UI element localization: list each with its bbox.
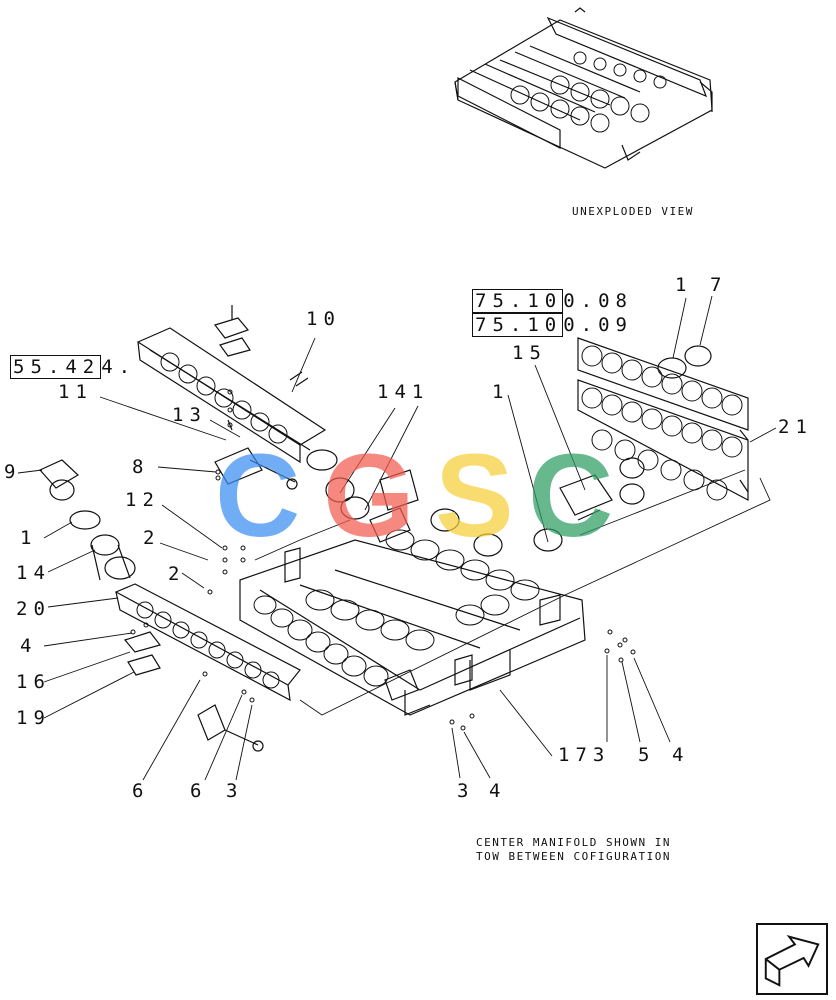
manifold-left-upper [136,305,327,464]
watermark-letter-c1: C [215,430,301,562]
phantom-lines [254,469,771,716]
callout-1-right: 1 [675,274,693,296]
unexploded-view-caption: UNEXPLODED VIEW [572,205,694,218]
arrow-next-page-icon [764,934,820,987]
reference-75-100-08[interactable]: 75.100.08 [472,289,633,313]
callout-3a: 3 [226,780,244,802]
watermark-letter-g: G [323,430,415,562]
reference-tail: 4. [101,356,137,378]
center-manifold-caption-line2: TOW BETWEEN COFIGURATION [476,850,671,863]
reference-tail: 0.09 [563,314,633,336]
manifold-right-upper [577,337,749,501]
arrow-next-page-icon [764,934,820,987]
callout-13: 13 [172,404,207,426]
callout-6a: 6 [132,780,150,802]
callout-19: 19 [16,707,51,729]
callout-1-top: 1 [492,381,510,403]
main-frame [239,529,586,716]
callout-9: 9 [4,461,22,483]
reference-box: 75.10 [472,289,564,313]
callout-3b: 3 [457,780,475,802]
reference-tail: 0.08 [563,290,633,312]
reference-55-42[interactable]: 55.424. [10,355,137,379]
middle-tees [306,449,645,557]
callout-11: 11 [58,381,93,403]
next-page-button[interactable] [756,923,828,995]
reference-box: 75.10 [472,313,564,337]
callout-1-left: 1 [20,527,38,549]
leader-lines [17,295,777,781]
manifold-left-lower [114,583,301,752]
callout-6b: 6 [190,780,208,802]
fasteners [130,389,636,731]
callout-14: 14 [16,562,51,584]
callout-10: 10 [306,308,341,330]
callout-4-left: 4 [20,635,38,657]
callout-2a: 2 [143,527,161,549]
callout-15: 15 [512,342,547,364]
callout-5: 5 [638,744,656,766]
center-manifold-caption-line1: CENTER MANIFOLD SHOWN IN [476,836,671,849]
callout-16: 16 [16,671,51,693]
callout-7: 7 [710,274,728,296]
callout-4b: 4 [489,780,507,802]
callout-21: 21 [778,416,813,438]
unexploded-assembly [454,7,713,169]
watermark-letter-s: S [435,430,514,562]
callout-8: 8 [132,456,150,478]
watermark-letter-c2: C [528,430,614,562]
callout-2b: 2 [168,563,186,585]
reference-75-100-09[interactable]: 75.100.09 [472,313,633,337]
callout-12: 12 [125,489,160,511]
callout-141: 141 [377,381,430,403]
callout-4c: 4 [672,744,690,766]
callout-20: 20 [16,598,51,620]
callout-173: 173 [558,744,611,766]
reference-box: 55.42 [10,355,102,379]
